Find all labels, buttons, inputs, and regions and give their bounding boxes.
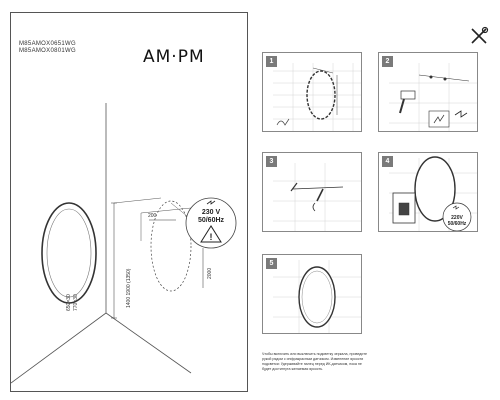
step-4-power: 220V 50/60Hz	[441, 215, 473, 227]
step-1-panel: 1	[262, 52, 362, 132]
power-frequency: 50/60Hz	[197, 217, 225, 224]
step-4-panel: 4 220V 50/60Hz	[378, 152, 478, 232]
mirror-outline-dashed	[150, 200, 192, 292]
step-4-frequency: 50/60Hz	[447, 221, 467, 227]
electric-bolt-icon	[206, 200, 216, 205]
step-3-illustration	[273, 163, 361, 231]
step-1-illustration	[273, 63, 361, 131]
step-2-illustration	[389, 63, 477, 131]
installation-drawing: !	[11, 103, 237, 384]
step-4-illustration	[389, 156, 477, 231]
model-code-2: M85AMOX0801WG	[19, 48, 76, 54]
power-callout-circle	[185, 197, 237, 249]
svg-text:!: !	[210, 232, 213, 242]
size-770: 770×30	[73, 294, 79, 311]
model-code-1: M85AMOX0651WG	[19, 41, 76, 47]
step-number: 1	[266, 56, 277, 67]
model-codes: M85AMOX0651WG M85AMOX0801WG	[19, 41, 76, 55]
step-number: 3	[266, 156, 277, 167]
mirror-front	[41, 202, 97, 304]
step-4-voltage: 220V	[451, 215, 463, 221]
screwdriver-wrench-icon	[471, 26, 489, 44]
step-number: 2	[382, 56, 393, 67]
height-dimension: 1400 1900 (1350)	[126, 268, 132, 308]
step-5-illustration	[273, 260, 361, 333]
usage-note: Чтобы включить или выключить подсветку з…	[262, 352, 367, 371]
step-2-panel: 2	[378, 52, 478, 132]
box-dimension: 2000	[207, 267, 213, 279]
step-5-panel: 5	[262, 254, 362, 334]
step-number: 4	[382, 156, 393, 167]
power-voltage: 230 V	[201, 209, 221, 216]
step-3-panel: 3	[262, 152, 362, 232]
offset-dimension: 200	[148, 213, 157, 219]
left-page: M85AMOX0651WG M85AMOX0801WG AM·PM ! 2	[10, 12, 248, 392]
warning-triangle-icon	[200, 225, 222, 243]
step-number: 5	[266, 258, 277, 269]
brand-logo: AM·PM	[143, 47, 205, 67]
size-650: 650×30	[66, 294, 72, 311]
